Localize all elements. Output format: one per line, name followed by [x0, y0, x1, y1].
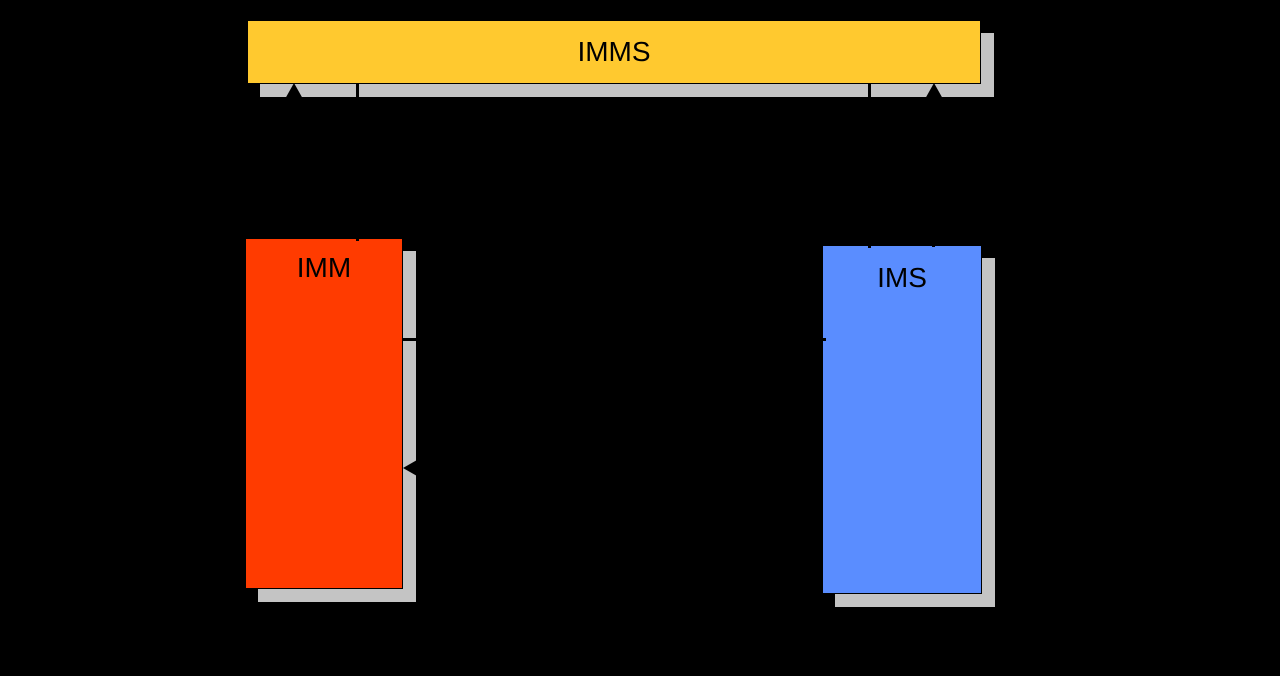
ims-label: IMS — [877, 262, 927, 293]
imm-to-imms-connector-line — [292, 96, 295, 239]
solid-up-arrowhead-icon — [925, 83, 943, 99]
imm-label: IMM — [296, 252, 352, 283]
imms-box: IMMS — [247, 20, 981, 84]
imm-box: IMM — [245, 238, 403, 589]
ims-to-imms-connector-line — [932, 96, 935, 247]
ims-to-imm-connector-line — [415, 466, 822, 469]
imms-to-imm-connector-line — [356, 84, 359, 241]
solid-left-arrowhead-icon — [403, 460, 417, 476]
imms-label: IMMS — [577, 36, 651, 67]
ims-box: IMS — [822, 245, 982, 594]
imms-to-ims-connector-line — [868, 84, 871, 248]
solid-up-arrowhead-icon — [285, 83, 303, 99]
imm-to-ims-connector-line — [402, 338, 826, 341]
